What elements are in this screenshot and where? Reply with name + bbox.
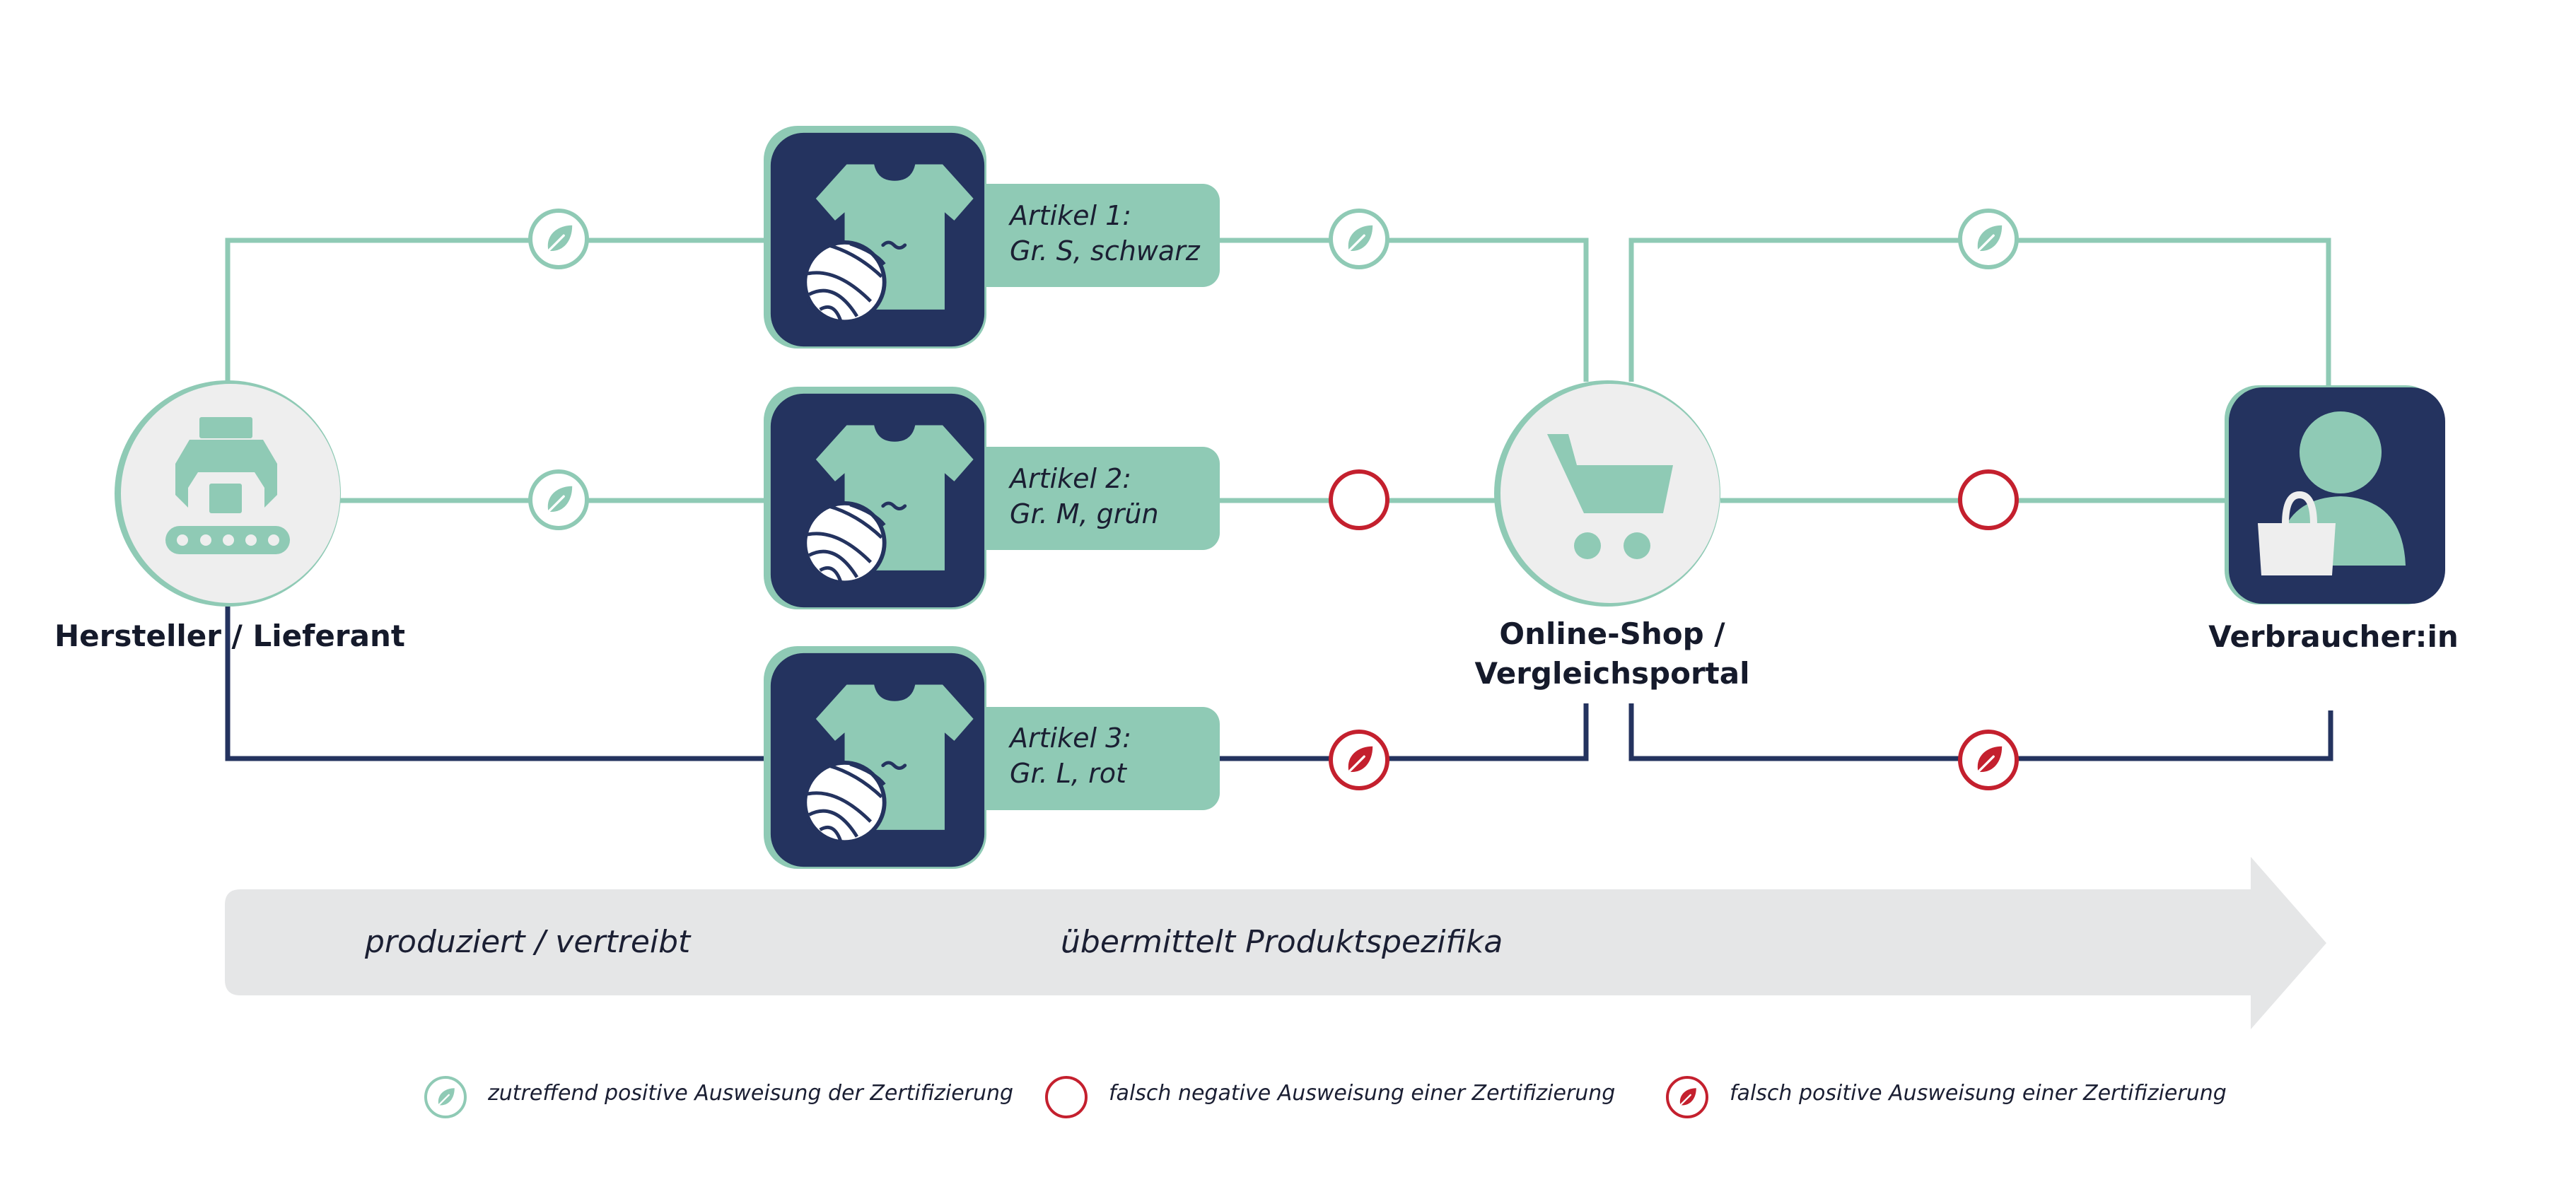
factory-robot-icon	[165, 417, 290, 554]
leaf-positive-icon	[1329, 209, 1389, 269]
article-3-title: Artikel 3:	[1008, 722, 1131, 754]
article-card-2: Artikel 2: Gr. M, grün	[764, 387, 1220, 609]
article-1-title: Artikel 1:	[1008, 200, 1131, 231]
legend: zutreffend positive Ausweisung der Zerti…	[424, 1076, 2227, 1118]
leaf-false-positive-icon	[1666, 1076, 1708, 1118]
shop-node: Online-Shop / Vergleichsportal	[1475, 380, 1750, 691]
leaf-false-positive-icon	[1958, 730, 2019, 790]
leaf-false-positive-icon	[1329, 730, 1389, 790]
article-1-size: Gr. S, schwarz	[1010, 235, 1201, 267]
process-arrow: produziert / vertreibt übermittelt Produ…	[225, 857, 2326, 1029]
consumer-node: Verbraucher:in	[2208, 385, 2459, 654]
leaf-positive-icon	[424, 1076, 467, 1118]
certification-markers	[528, 209, 2019, 790]
article-2-size: Gr. M, grün	[1010, 498, 1159, 529]
article-2-title: Artikel 2:	[1008, 463, 1131, 494]
empty-circle-icon	[1045, 1076, 1088, 1118]
legend-item-positive: zutreffend positive Ausweisung der Zerti…	[424, 1076, 1013, 1118]
article-card-1: Artikel 1: Gr. S, schwarz	[764, 126, 1220, 349]
legend-text-false-negative: falsch negative Ausweisung einer Zertifi…	[1109, 1081, 1615, 1106]
empty-circle-icon	[1329, 469, 1389, 530]
shop-label-line2: Vergleichsportal	[1475, 656, 1750, 691]
leaf-positive-icon	[528, 209, 589, 269]
arrow-label-transmits: übermittelt Produktspezifika	[1061, 924, 1503, 960]
shopping-cart-icon	[1547, 434, 1673, 559]
tshirt-yarn-icon	[771, 133, 984, 346]
legend-text-positive: zutreffend positive Ausweisung der Zerti…	[487, 1081, 1013, 1106]
shop-label-line1: Online-Shop /	[1499, 616, 1725, 651]
producer-node: Hersteller / Lieferant	[54, 380, 405, 653]
leaf-positive-icon	[1958, 209, 2019, 269]
article-card-3: Artikel 3: Gr. L, rot	[764, 646, 1220, 869]
consumer-with-bag-icon	[2258, 411, 2406, 575]
legend-item-false-negative: falsch negative Ausweisung einer Zertifi…	[1045, 1076, 1615, 1118]
article-3-size: Gr. L, rot	[1010, 758, 1128, 789]
arrow-label-produces: produziert / vertreibt	[364, 924, 692, 960]
legend-item-false-positive: falsch positive Ausweisung einer Zertifi…	[1666, 1076, 2227, 1118]
tshirt-yarn-icon	[771, 394, 984, 607]
consumer-label: Verbraucher:in	[2208, 619, 2459, 654]
tshirt-yarn-icon	[771, 653, 984, 867]
producer-label: Hersteller / Lieferant	[54, 619, 405, 653]
empty-circle-icon	[1958, 469, 2019, 530]
legend-text-false-positive: falsch positive Ausweisung einer Zertifi…	[1730, 1081, 2227, 1106]
leaf-positive-icon	[528, 469, 589, 530]
